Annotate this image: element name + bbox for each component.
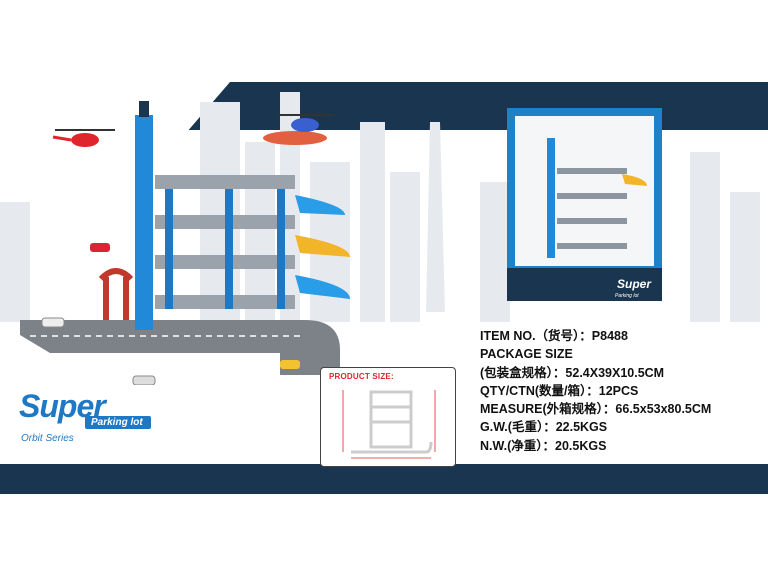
car-icon: [90, 243, 110, 252]
box-subtitle: Parking lot: [615, 293, 639, 299]
car-icon: [41, 317, 65, 328]
quantity-per-carton: QTY/CTN(数量/箱）：12PCS: [480, 383, 639, 398]
series-name: Orbit Series: [21, 433, 74, 444]
helicopter-icon: [277, 114, 333, 132]
helicopter-icon: [52, 129, 115, 147]
brand-logo: Super Parking lot: [15, 388, 165, 448]
car-icon: [132, 375, 156, 385]
top-band-notch: [0, 82, 230, 130]
car-icon: [280, 360, 300, 369]
parking-garage-toy: [20, 101, 350, 385]
box-brand: Super: [617, 277, 652, 291]
product-size-diagram: PRODUCT SIZE:: [320, 367, 456, 467]
item-number: ITEM NO.（货号）：P8488: [480, 329, 628, 343]
net-weight: N.W.(净重）：20.5KGS: [480, 438, 607, 453]
gross-weight: G.W.(毛重）：22.5KGS: [480, 420, 608, 435]
diagram-sketch: [342, 390, 436, 459]
package-size-value: (包装盒规格）：52.4X39X10.5CM: [480, 365, 665, 380]
carton-measure: MEASURE(外箱规格）：66.5x53x80.5CM: [480, 402, 712, 417]
product-specs: ITEM NO.（货号）：P8488 PACKAGE SIZE (包装盒规格）：…: [480, 327, 711, 455]
logo-tagline: Parking lot: [85, 416, 151, 429]
diagram-title: PRODUCT SIZE:: [329, 372, 394, 381]
bottom-navy-band: [0, 464, 768, 494]
package-size-label: PACKAGE SIZE: [480, 347, 573, 362]
product-box: Super Parking lot: [507, 108, 662, 301]
